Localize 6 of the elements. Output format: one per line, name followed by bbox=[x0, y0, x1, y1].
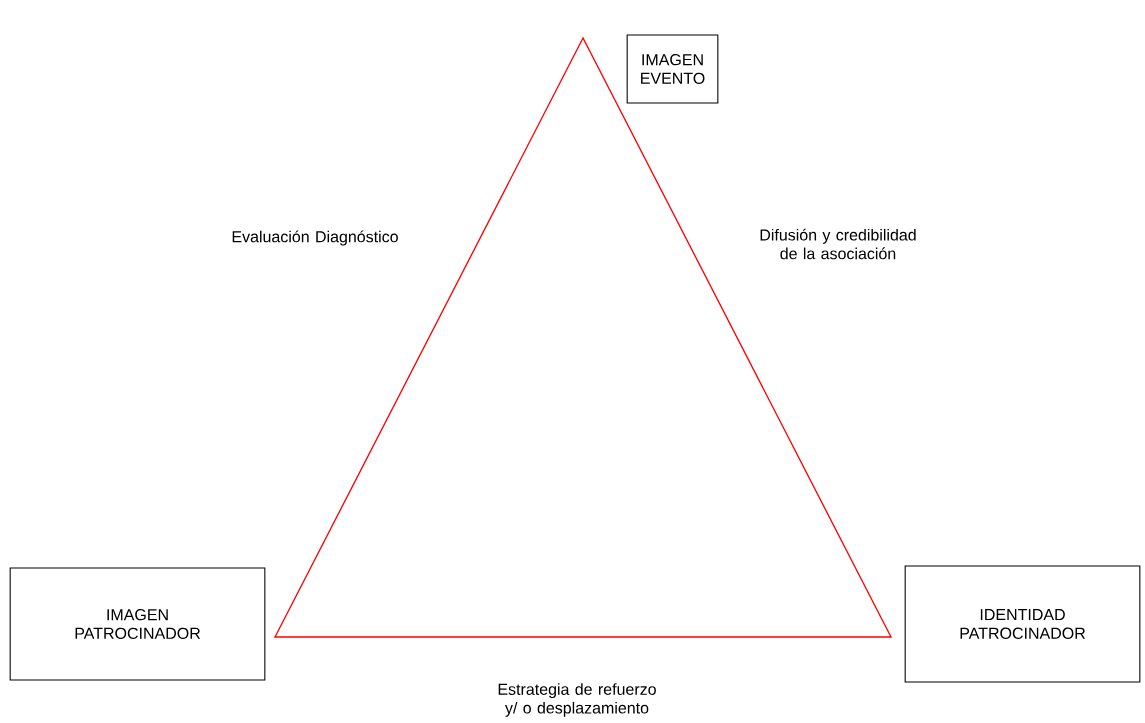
side-label: Difusión y credibilidad de la asociación bbox=[760, 228, 916, 260]
text-box: IDENTIDAD PATROCINADOR bbox=[904, 565, 1141, 683]
side-label: Estrategia de refuerzo y/ o desplazamiento bbox=[498, 683, 656, 717]
text-box: IMAGEN PATROCINADOR bbox=[9, 567, 266, 681]
side-label: Evaluación Diagnóstico bbox=[232, 230, 398, 246]
text-box: IMAGEN EVENTO bbox=[626, 34, 719, 104]
